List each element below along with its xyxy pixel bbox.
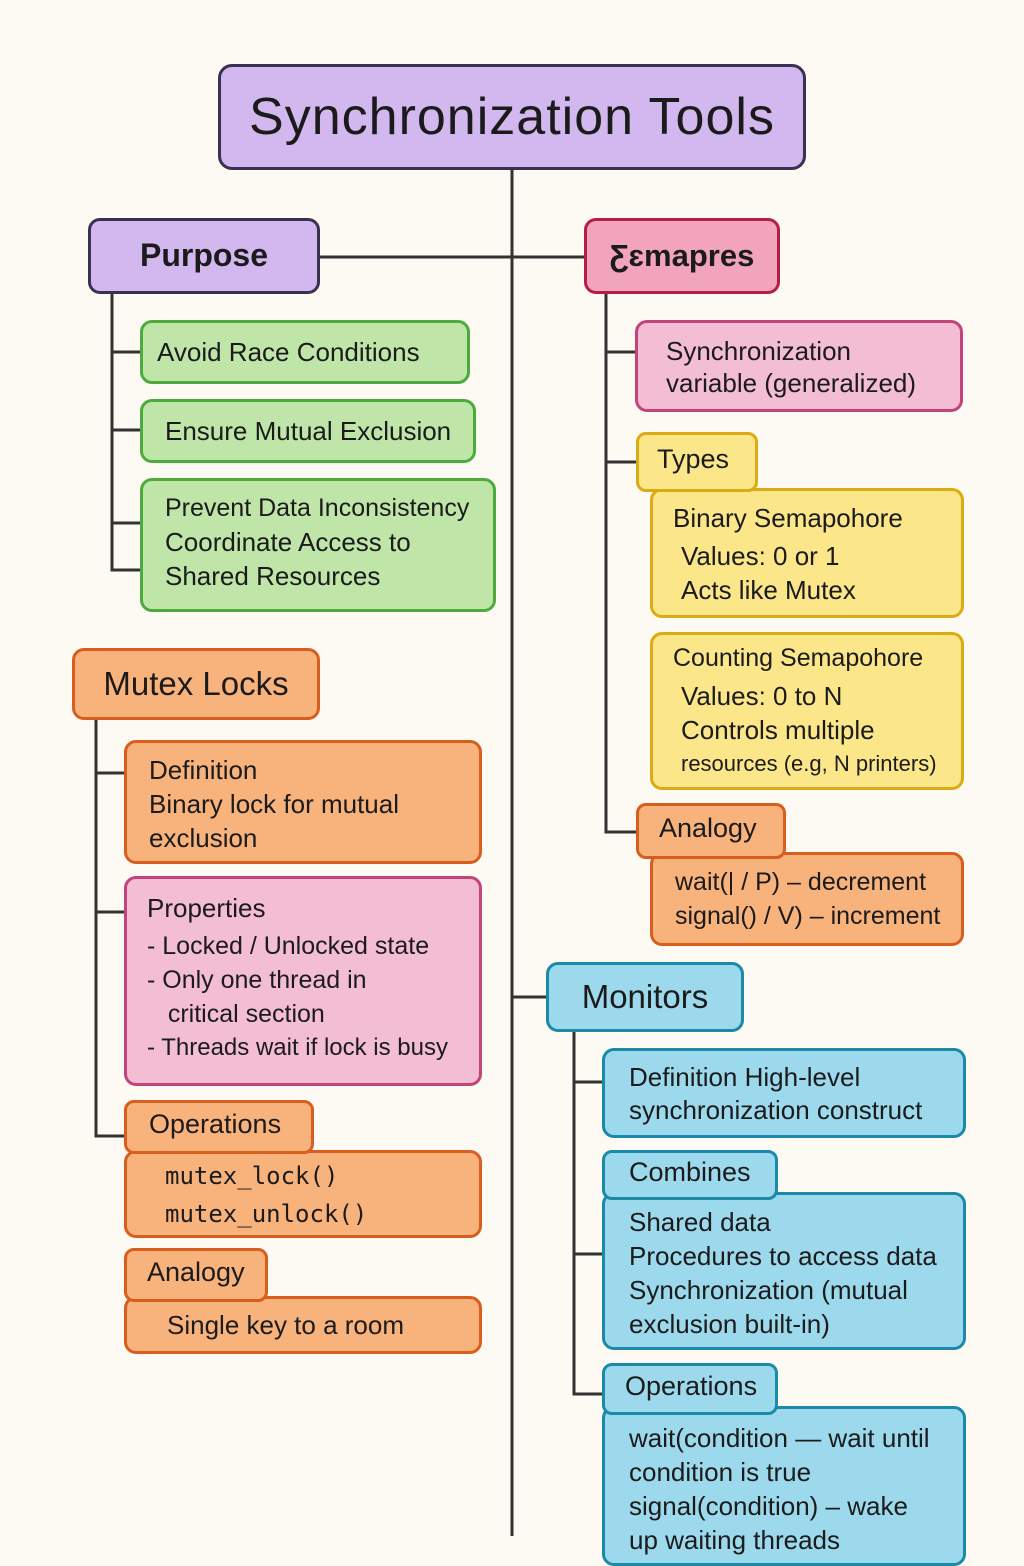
binary-semaphore-text: Acts like Mutex	[681, 575, 856, 605]
mutex-properties-text: critical section	[147, 1000, 325, 1028]
mutex-analogy-label: Analogy	[147, 1257, 245, 1287]
purpose-item-text: Ensure Mutual Exclusion	[165, 416, 452, 446]
mutex-definition-box: Definition Binary lock for mutual exclus…	[124, 740, 482, 864]
mutex-properties-text: - Only one thread in	[147, 966, 367, 994]
semaphore-definition-text: Synchronization	[666, 336, 851, 366]
page-title: Synchronization Tools	[249, 88, 775, 146]
purpose-item-data-consistency: Prevent Data Inconsistency Coordinate Ac…	[140, 478, 496, 612]
counting-semaphore-text: Values: 0 to N	[681, 681, 843, 711]
counting-semaphore-text: Controls multiple	[681, 715, 875, 745]
monitors-combines-text: exclusion built-in)	[629, 1309, 830, 1339]
mutex-heading-box: Mutex Locks	[72, 648, 320, 720]
mutex-analogy-box: Single key to a room	[124, 1296, 482, 1354]
mutex-analogy-tab: Analogy	[124, 1248, 268, 1302]
semaphore-analogy-tab: Analogy	[636, 803, 786, 859]
mutex-analogy-text: Single key to a room	[167, 1310, 405, 1340]
purpose-heading: Purpose	[139, 237, 269, 274]
monitors-combines-label: Combines	[629, 1157, 751, 1187]
monitors-operations-label: Operations	[625, 1371, 758, 1401]
title-box: Synchronization Tools	[218, 64, 806, 170]
purpose-item-text: Coordinate Access to	[165, 527, 411, 557]
semaphore-analogy-text: signal() / V) – increment	[675, 902, 941, 930]
counting-semaphore-text: resources (e.g, N printers)	[681, 751, 937, 776]
binary-semaphore-box: Binary Semapohore Values: 0 or 1 Acts li…	[650, 488, 964, 618]
counting-semaphore-title: Counting Semapohore	[673, 644, 924, 672]
semaphores-heading: Ƹɛmapres	[609, 237, 755, 273]
semaphore-definition: Synchronization variable (generalized)	[635, 320, 963, 412]
purpose-item-race: Avoid Race Conditions	[140, 320, 470, 384]
purpose-item-text: Prevent Data Inconsistency	[165, 494, 470, 522]
monitors-operations-text: up waiting threads	[629, 1525, 841, 1555]
binary-semaphore-title: Binary Semapohore	[673, 503, 903, 533]
mutex-operation-code: mutex_unlock()	[165, 1200, 368, 1228]
monitors-operations-box: wait(condition — wait until condition is…	[602, 1406, 966, 1566]
monitors-combines-text: Synchronization (mutual	[629, 1275, 908, 1305]
mutex-operation-code: mutex_lock()	[165, 1162, 339, 1190]
purpose-heading-box: Purpose	[88, 218, 320, 294]
semaphores-heading-box: Ƹɛmapres	[584, 218, 780, 294]
mutex-properties-title: Properties	[147, 893, 266, 923]
monitors-heading-box: Monitors	[546, 962, 744, 1032]
monitors-definition-box: Definition High-level synchronization co…	[602, 1048, 966, 1138]
mutex-operations-tab: Operations	[124, 1100, 314, 1154]
monitors-heading: Monitors	[581, 977, 709, 1015]
monitors-operations-tab: Operations	[602, 1363, 778, 1415]
monitors-combines-text: Procedures to access data	[629, 1241, 937, 1271]
types-label: Types	[657, 444, 730, 474]
mutex-properties-box: Properties - Locked / Unlocked state - O…	[124, 876, 482, 1086]
monitors-combines-box: Shared data Procedures to access data Sy…	[602, 1192, 966, 1350]
mutex-operations-label: Operations	[149, 1109, 282, 1139]
purpose-item-text: Avoid Race Conditions	[157, 337, 420, 367]
mutex-definition-title: Definition	[149, 755, 258, 785]
purpose-item-mutual-exclusion: Ensure Mutual Exclusion	[140, 399, 476, 463]
monitors-operations-text: signal(condition) – wake	[629, 1491, 908, 1521]
mutex-properties-text: - Threads wait if lock is busy	[147, 1034, 448, 1061]
mutex-heading: Mutex Locks	[103, 664, 289, 702]
mutex-definition-text: Binary lock for mutual	[149, 789, 399, 819]
semaphore-analogy-text: wait(| / P) – decrement	[675, 868, 927, 896]
monitors-operations-text: wait(condition — wait until	[629, 1423, 930, 1453]
binary-semaphore-text: Values: 0 or 1	[681, 541, 840, 571]
mutex-operations-box: mutex_lock() mutex_unlock()	[124, 1150, 482, 1238]
monitors-definition-text: Definition High-level	[629, 1062, 861, 1092]
monitors-combines-tab: Combines	[602, 1150, 778, 1200]
mutex-properties-text: - Locked / Unlocked state	[147, 932, 430, 960]
semaphore-definition-text: variable (generalized)	[666, 368, 917, 398]
semaphore-analogy-label: Analogy	[659, 813, 757, 843]
monitors-combines-text: Shared data	[629, 1207, 771, 1237]
monitors-operations-text: condition is true	[629, 1457, 812, 1487]
types-label-tab: Types	[636, 432, 758, 492]
purpose-item-text: Shared Resources	[165, 561, 381, 591]
semaphore-analogy-box: wait(| / P) – decrement signal() / V) – …	[650, 852, 964, 946]
mutex-definition-text: exclusion	[149, 823, 258, 853]
counting-semaphore-box: Counting Semapohore Values: 0 to N Contr…	[650, 632, 964, 790]
monitors-definition-text: synchronization construct	[629, 1095, 923, 1125]
